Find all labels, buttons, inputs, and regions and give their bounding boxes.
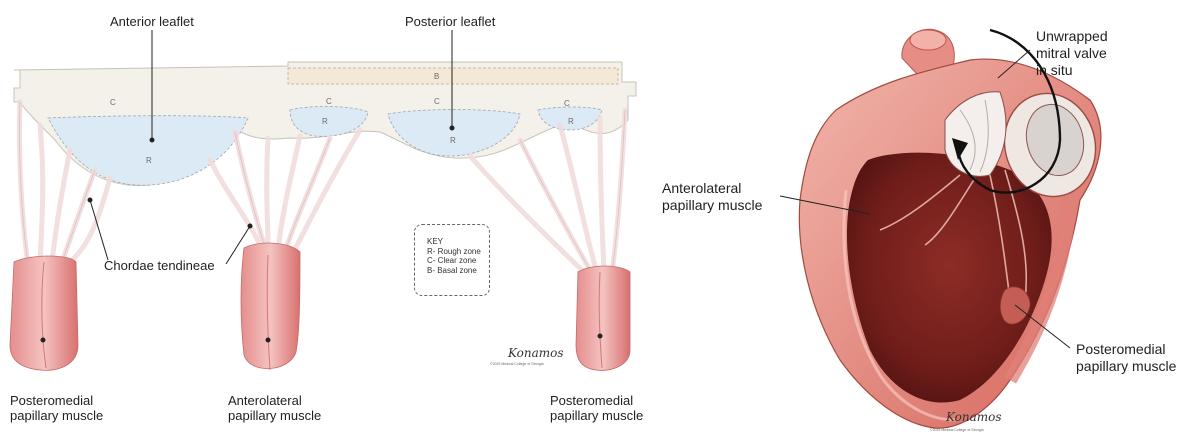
- heart-cutaway-diagram: [780, 29, 1107, 428]
- label-anterolateral-papillary-left: Anterolateral papillary muscle: [228, 393, 321, 423]
- label-line-2: papillary muscle: [1076, 358, 1176, 375]
- label-line-2: papillary muscle: [228, 408, 321, 423]
- zone-letter-clear-4: C: [564, 99, 570, 108]
- label-line-1: Posteromedial: [10, 393, 103, 408]
- key-rough: R- Rough zone: [427, 247, 489, 257]
- label-posteromedial-papillary-right-heart: Posteromedial papillary muscle: [1076, 341, 1176, 375]
- zone-letter-clear-2: C: [326, 97, 332, 106]
- zone-letter-rough-2: R: [322, 117, 328, 126]
- label-anterior-leaflet: Anterior leaflet: [110, 14, 194, 29]
- key-clear: C- Clear zone: [427, 256, 489, 266]
- unwrapped-valve-diagram: B C C C C R R R R: [10, 30, 636, 370]
- label-posteromedial-papillary-left: Posteromedial papillary muscle: [10, 393, 103, 423]
- label-line-2: papillary muscle: [662, 197, 762, 214]
- copyright-left: ©2019 Medical College of Georgia: [490, 362, 544, 366]
- label-line-2: papillary muscle: [550, 408, 643, 423]
- basal-zone: [288, 68, 618, 84]
- label-line-1: Anterolateral: [662, 180, 762, 197]
- label-line-2: mitral valve: [1036, 45, 1108, 62]
- label-line-2: papillary muscle: [10, 408, 103, 423]
- label-line-3: in situ: [1036, 62, 1108, 79]
- label-chordae-tendineae: Chordae tendineae: [104, 258, 215, 273]
- zone-letter-clear-3: C: [434, 97, 440, 106]
- label-line-1: Unwrapped: [1036, 28, 1108, 45]
- key-title: KEY: [427, 237, 489, 247]
- label-line-1: Posteromedial: [550, 393, 643, 408]
- zone-letter-rough-1: R: [146, 156, 152, 165]
- posteromedial-papillary-muscle-right: [576, 266, 630, 370]
- label-anterolateral-papillary-right: Anterolateral papillary muscle: [662, 180, 762, 214]
- zone-letter-rough-4: R: [568, 117, 574, 126]
- copyright-right: ©2019 Medical College of Georgia: [930, 428, 984, 432]
- anterolateral-papillary-muscle: [241, 243, 300, 370]
- zone-letter-basal: B: [434, 72, 439, 81]
- label-posterior-leaflet: Posterior leaflet: [405, 14, 495, 29]
- label-line-1: Posteromedial: [1076, 341, 1176, 358]
- zone-letter-clear-1: C: [110, 98, 116, 107]
- artist-signature-left: Konamos: [508, 346, 564, 360]
- zone-letter-rough-3: R: [450, 136, 456, 145]
- label-posteromedial-papillary-right: Posteromedial papillary muscle: [550, 393, 643, 423]
- zone-key: KEY R- Rough zone C- Clear zone B- Basal…: [414, 224, 490, 296]
- label-unwrapped-mitral-valve: Unwrapped mitral valve in situ: [1036, 28, 1108, 79]
- key-basal: B- Basal zone: [427, 266, 489, 276]
- label-line-1: Anterolateral: [228, 393, 321, 408]
- artist-signature-right: Konamos: [946, 410, 1002, 424]
- posteromedial-papillary-muscle-left: [10, 256, 78, 370]
